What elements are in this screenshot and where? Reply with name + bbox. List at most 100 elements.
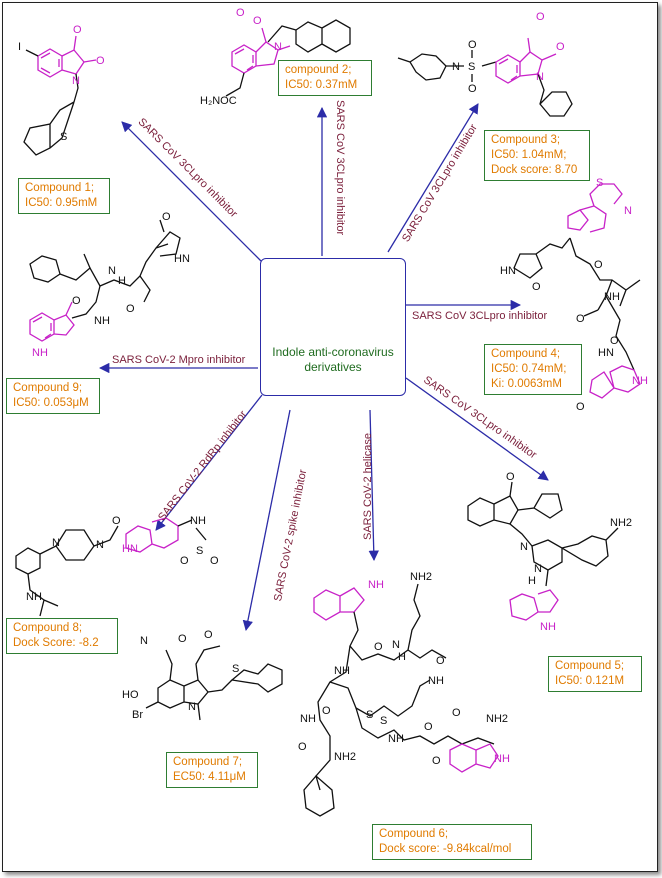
svg-text:S: S xyxy=(232,663,239,675)
compound-5-nh2: NH2 xyxy=(610,517,632,529)
svg-text:N: N xyxy=(108,265,116,277)
svg-text:O: O xyxy=(236,7,245,19)
arrows xyxy=(98,103,549,632)
svg-text:O: O xyxy=(452,707,461,719)
compound-6-value: Dock score: -9.84kcal/mol xyxy=(379,843,512,855)
compound-4-title: Compound 4; xyxy=(491,348,561,360)
center-indole-box: Indole anti-coronavirus derivatives xyxy=(260,258,406,396)
svg-text:NH: NH xyxy=(94,315,110,327)
compound-3-dock: Dock score: 8.70 xyxy=(491,164,578,176)
compound-5-box: Compound 5; IC50: 0.121M xyxy=(548,656,642,692)
compound-7-value: EC50: 4.11μM xyxy=(173,771,246,783)
svg-text:O: O xyxy=(204,629,213,641)
svg-text:O: O xyxy=(506,471,515,483)
compound-6-structure xyxy=(303,583,499,817)
compound-2-box: compound 2; IC50: 0.37mM xyxy=(278,60,372,96)
svg-text:NH: NH xyxy=(368,579,384,591)
arrow-to-compound-5 xyxy=(405,377,549,481)
svg-text:O: O xyxy=(424,721,433,733)
svg-text:N: N xyxy=(520,541,528,553)
svg-text:HN: HN xyxy=(598,347,614,359)
center-title-line1: Indole anti-coronavirus xyxy=(272,345,394,359)
svg-text:N: N xyxy=(188,701,196,713)
compound-1-structure xyxy=(23,35,97,156)
svg-text:O: O xyxy=(322,705,331,717)
arrow-label-4: SARS CoV 3CLpro inhibitor xyxy=(412,310,548,322)
svg-text:O: O xyxy=(374,641,383,653)
svg-text:S: S xyxy=(596,177,603,189)
svg-text:NH: NH xyxy=(300,713,316,725)
compound-3-box: Compound 3; IC50: 1.04mM; Dock score: 8.… xyxy=(484,130,590,181)
compound-3-value: IC50: 1.04mM; xyxy=(491,149,567,161)
compound-2-title: compound 2; xyxy=(285,64,352,76)
svg-text:NH: NH xyxy=(494,753,510,765)
svg-text:O: O xyxy=(73,24,82,36)
center-title: Indole anti-coronavirus derivatives xyxy=(261,345,405,375)
svg-text:S: S xyxy=(60,131,67,143)
compound-2-value: IC50: 0.37mM xyxy=(285,79,358,91)
svg-text:O: O xyxy=(436,655,445,667)
svg-text:NH: NH xyxy=(632,375,648,387)
arrow-to-compound-7 xyxy=(242,409,291,632)
compound-8-box: Compound 8; Dock Score: -8.2 xyxy=(6,618,118,654)
arrow-label-6: SARS CoV-2 helicase xyxy=(362,433,374,540)
compound-7-structure xyxy=(145,645,283,721)
svg-text:O: O xyxy=(532,281,541,293)
svg-text:HN: HN xyxy=(500,265,516,277)
compound-6-nh2-right: NH2 xyxy=(486,713,508,725)
svg-text:N: N xyxy=(392,639,400,651)
compound-3-structure xyxy=(397,37,573,117)
compound-5-structure xyxy=(467,481,619,621)
compound-3-title: Compound 3; xyxy=(491,134,561,146)
svg-text:O: O xyxy=(432,755,441,767)
compound-9-box: Compound 9; IC50: 0.053μM xyxy=(6,378,100,414)
compound-2-structure xyxy=(225,19,351,97)
compound-5-title: Compound 5; xyxy=(555,660,625,672)
compound-6-title: Compound 6; xyxy=(379,828,449,840)
svg-text:NH: NH xyxy=(540,621,556,633)
arrow-to-compound-8 xyxy=(155,394,263,531)
compound-4-structure xyxy=(513,183,641,399)
compound-4-value: IC50: 0.74mM; xyxy=(491,363,567,375)
arrow-label-2: SARS CoV 3CLpro inhibitor xyxy=(334,100,346,236)
compound-9-value: IC50: 0.053μM xyxy=(13,397,89,409)
svg-text:NH: NH xyxy=(428,675,444,687)
svg-text:O: O xyxy=(468,39,477,51)
svg-text:HN: HN xyxy=(122,543,138,555)
compound-5-value: IC50: 0.121M xyxy=(555,675,625,687)
svg-text:N: N xyxy=(624,205,632,217)
compound-6-nh2-top: NH2 xyxy=(410,571,432,583)
svg-text:O: O xyxy=(594,259,603,271)
svg-text:O: O xyxy=(556,41,565,53)
svg-text:N: N xyxy=(52,537,60,549)
svg-text:O: O xyxy=(576,313,585,325)
svg-text:HN: HN xyxy=(174,253,190,265)
svg-text:NH: NH xyxy=(334,665,350,677)
svg-text:N: N xyxy=(534,563,542,575)
svg-text:O: O xyxy=(253,15,262,27)
svg-text:O: O xyxy=(210,555,219,567)
svg-text:N: N xyxy=(536,71,544,83)
arrow-to-compound-6 xyxy=(368,409,379,562)
compound-1-value: IC50: 0.95mM xyxy=(25,197,98,209)
svg-text:O: O xyxy=(72,295,81,307)
compound-8-structure xyxy=(15,517,207,617)
svg-text:O: O xyxy=(112,515,121,527)
svg-text:O: O xyxy=(162,211,171,223)
compound-6-nh2-bottom: NH2 xyxy=(334,751,356,763)
compound-9-title: Compound 9; xyxy=(13,382,83,394)
compound-4-box: Compound 4; IC50: 0.74mM; Ki: 0.0063mM xyxy=(484,344,582,395)
svg-text:NH: NH xyxy=(26,591,42,603)
svg-text:O: O xyxy=(96,55,105,67)
arrow-to-compound-1 xyxy=(121,121,263,263)
svg-text:O: O xyxy=(298,741,307,753)
svg-text:S: S xyxy=(366,709,373,721)
svg-text:I: I xyxy=(18,41,21,53)
center-title-line2: derivatives xyxy=(304,360,362,374)
svg-text:O: O xyxy=(536,11,545,23)
svg-text:N: N xyxy=(274,41,282,53)
svg-text:O: O xyxy=(178,633,187,645)
svg-text:H: H xyxy=(118,275,126,287)
svg-text:NH: NH xyxy=(388,733,404,745)
